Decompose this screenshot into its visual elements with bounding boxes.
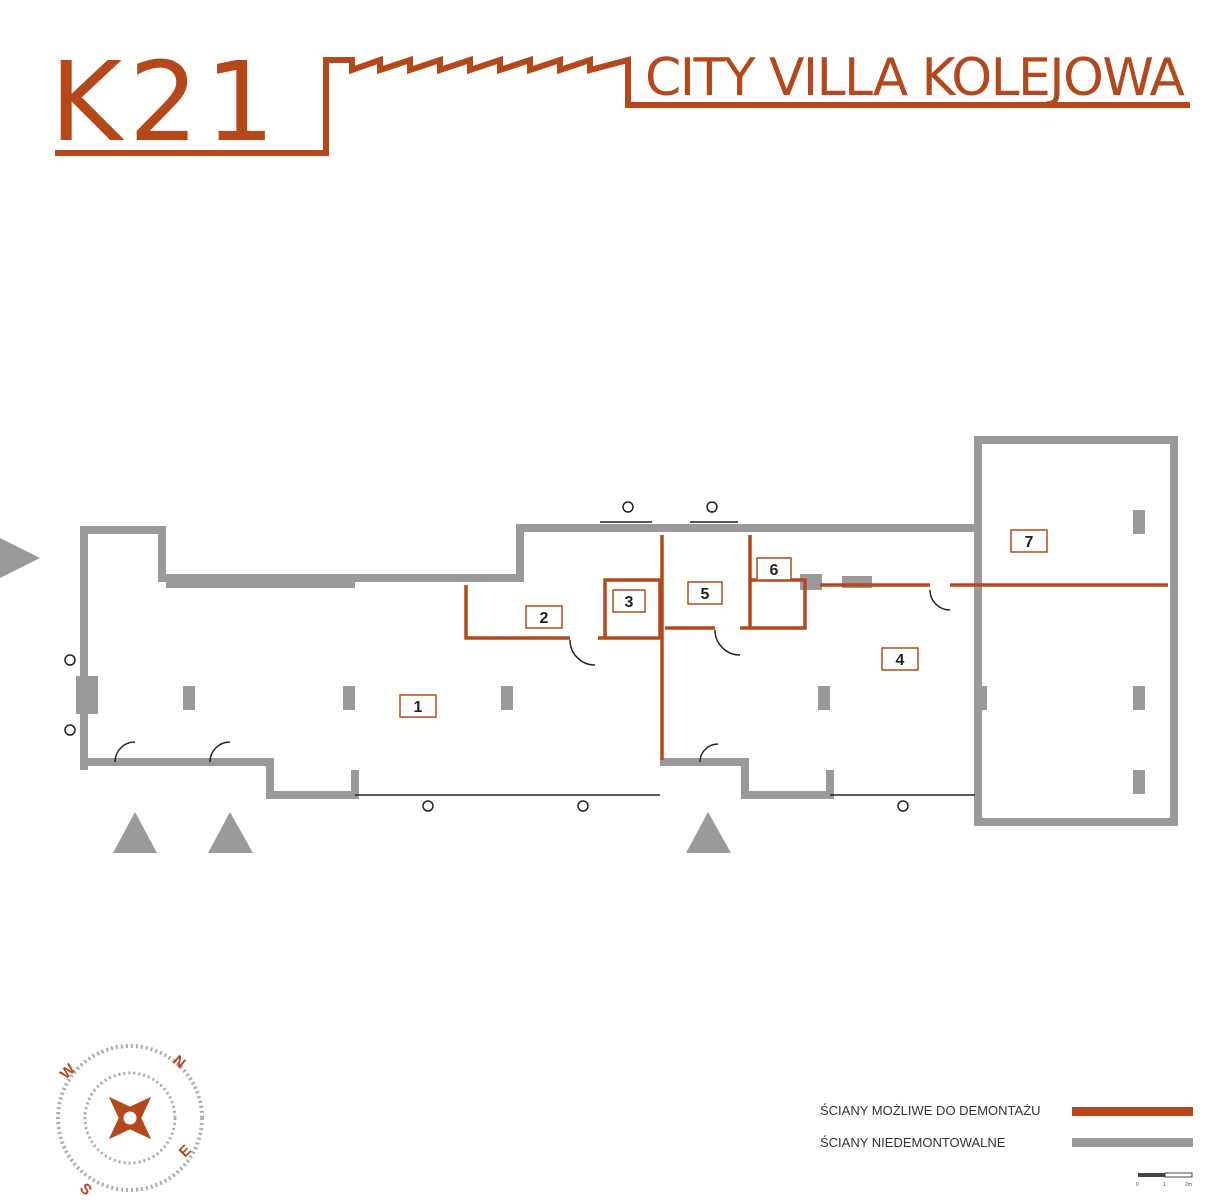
compass-rose-icon: N E S W (56, 1044, 204, 1199)
scale-2: 2m (1185, 1182, 1192, 1188)
entrance-arrow-3-icon (686, 812, 731, 853)
room-1-label: 1 (414, 699, 423, 716)
compass-n: N (169, 1052, 188, 1072)
legend-removable-swatch (1072, 1107, 1193, 1116)
scale-bar: 0 1 2m (1136, 1172, 1193, 1188)
header-logo: K 2 1 CITY VILLA KOLEJOWA (50, 38, 1190, 166)
permanent-walls (76, 436, 1178, 826)
legend-permanent-swatch (1072, 1138, 1193, 1147)
scale-0: 0 (1136, 1182, 1139, 1188)
removable-walls (464, 535, 1168, 760)
windows (64, 501, 975, 812)
legend-removable-label: ŚCIANY MOŻLIWE DO DEMONTAŻU (820, 1103, 1041, 1118)
room-5-label: 5 (701, 586, 710, 603)
entrance-arrow-2-icon (208, 812, 253, 853)
entrance-arrow-1-icon (113, 812, 157, 853)
room-6-label: 6 (770, 562, 779, 579)
entrance-arrow-left-icon (0, 538, 40, 578)
legend-permanent-label: ŚCIANY NIEDEMONTOWALNE (820, 1135, 1006, 1150)
entrance-arrows (0, 538, 731, 853)
logo-number: K 2 1 (50, 38, 275, 166)
room-2-label: 2 (540, 610, 549, 627)
room-4-label: 4 (896, 652, 905, 669)
project-name: CITY VILLA KOLEJOWA (645, 48, 1185, 108)
room-3-label: 3 (625, 594, 634, 611)
room-labels: 1 2 3 4 5 6 7 (399, 529, 1048, 718)
compass-w: W (57, 1060, 80, 1083)
room-7-label: 7 (1025, 534, 1034, 551)
scale-1: 1 (1163, 1182, 1166, 1188)
compass-s: S (76, 1180, 95, 1199)
